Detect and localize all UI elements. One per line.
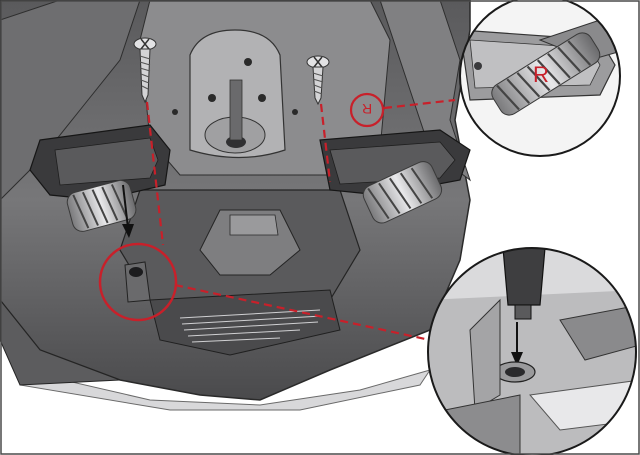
- mount-highlight: [98, 242, 178, 322]
- screw-icon: [133, 37, 157, 104]
- screw-icon: [306, 55, 330, 106]
- left-shock-bracket: [29, 124, 171, 201]
- spring-left: [66, 179, 137, 232]
- spring-detail: [491, 32, 601, 116]
- detail-callout-bottom: [427, 247, 637, 455]
- arrow-down-icon: [122, 184, 134, 238]
- mower-body: [0, 0, 471, 411]
- r-marker: R: [349, 92, 385, 128]
- r-marker-label: R: [362, 101, 372, 117]
- detail-top-label: R: [533, 62, 549, 87]
- guide-lines: [145, 98, 456, 342]
- detail-callout-top: R: [459, 0, 621, 157]
- spring-right: [362, 161, 443, 224]
